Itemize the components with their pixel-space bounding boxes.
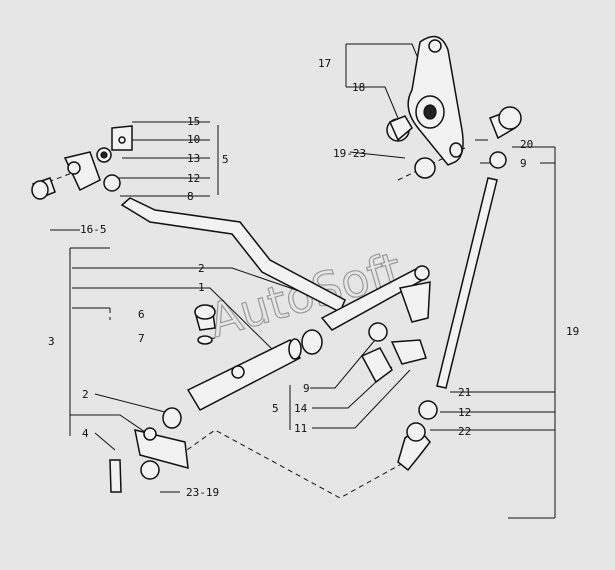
callout-15: 15 xyxy=(187,115,200,128)
callout-7: 7 xyxy=(138,332,145,345)
callout-17: 17 xyxy=(318,57,331,70)
callout-9-mid: 9 xyxy=(303,382,310,395)
callout-21: 21 xyxy=(458,386,471,399)
callout-18: 18 xyxy=(352,81,365,94)
callout-9-right: 9 xyxy=(520,157,527,170)
callout-4: 4 xyxy=(82,427,89,440)
callout-8: 8 xyxy=(187,190,194,203)
callout-14: 14 xyxy=(294,402,308,415)
callout-11: 11 xyxy=(294,422,307,435)
callout-1: 1 xyxy=(198,281,205,294)
callout-20: 20 xyxy=(520,138,533,151)
callout-22: 22 xyxy=(458,425,471,438)
callout-5-left: 5 xyxy=(222,153,229,166)
callout-19-right: 19 xyxy=(566,325,579,338)
callout-12-left: 12 xyxy=(187,172,200,185)
callout-12-right: 12 xyxy=(458,406,471,419)
callout-5-mid: 5 xyxy=(272,402,279,415)
callout-13: 13 xyxy=(187,152,200,165)
callout-19-23-top: 19-23 xyxy=(333,147,366,160)
callout-2-top: 2 xyxy=(198,262,205,275)
callout-2-mid: 2 xyxy=(82,388,89,401)
callout-16-5: 16-5 xyxy=(80,223,107,236)
callout-labels: 17 18 19-23 20 9 15 10 13 12 8 5 16-5 2 … xyxy=(48,57,579,499)
callout-6: 6 xyxy=(138,308,145,321)
parts xyxy=(31,35,522,493)
callout-10: 10 xyxy=(187,133,200,146)
callout-3: 3 xyxy=(48,335,55,348)
callout-23-19: 23-19 xyxy=(186,486,219,499)
